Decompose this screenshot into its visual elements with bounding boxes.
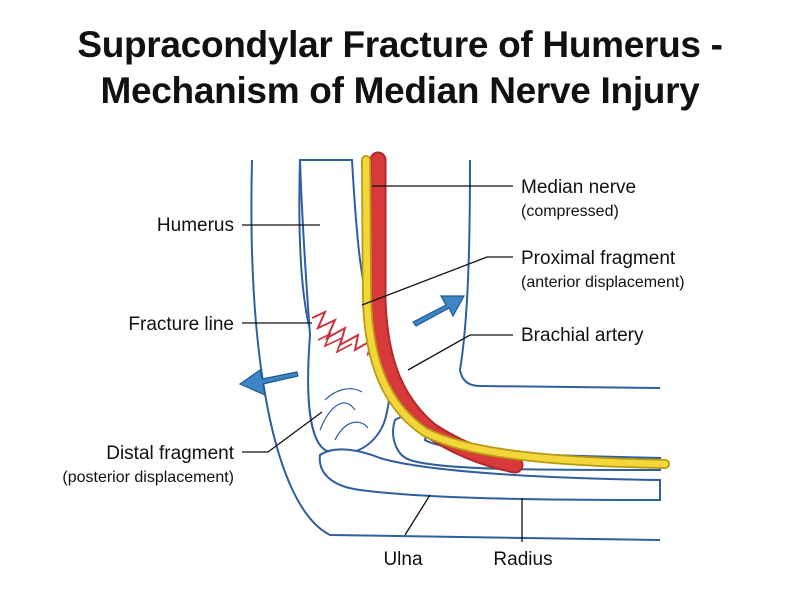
label-ulna: Ulna: [383, 549, 423, 570]
anterior-displacement-arrow: [412, 295, 466, 327]
leader-proximal-fragment: [361, 256, 513, 306]
fracture-line-2: [317, 332, 353, 354]
label-proximal-fragment: Proximal fragment: [521, 248, 676, 269]
arm-outline: [250, 159, 661, 541]
brachial-artery: [371, 153, 522, 472]
leader-lines: [242, 185, 523, 542]
label-fracture-line: Fracture line: [128, 314, 234, 335]
diagram-title: Supracondylar Fracture of Humerus - Mech…: [0, 22, 800, 114]
leader-ulna: [404, 494, 431, 536]
leader-distal-fragment: [242, 411, 323, 453]
leader-brachial-artery: [407, 334, 513, 371]
title-line-2: Mechanism of Median Nerve Injury: [100, 70, 700, 111]
label-radius: Radius: [493, 549, 552, 570]
label-proximal-fragment-note: (anterior displacement): [521, 274, 685, 291]
label-distal-fragment-note: (posterior displacement): [62, 469, 234, 486]
humerus-detail: [319, 388, 369, 441]
title-line-1: Supracondylar Fracture of Humerus -: [77, 24, 723, 65]
median-nerve: [362, 156, 669, 468]
label-brachial-artery: Brachial artery: [521, 325, 644, 346]
label-humerus: Humerus: [157, 215, 234, 236]
label-median-nerve-note: (compressed): [521, 203, 619, 220]
posterior-displacement-arrow: [238, 368, 299, 397]
label-distal-fragment: Distal fragment: [106, 443, 234, 464]
ulna-bone: [318, 448, 661, 502]
label-median-nerve: Median nerve: [521, 177, 636, 198]
